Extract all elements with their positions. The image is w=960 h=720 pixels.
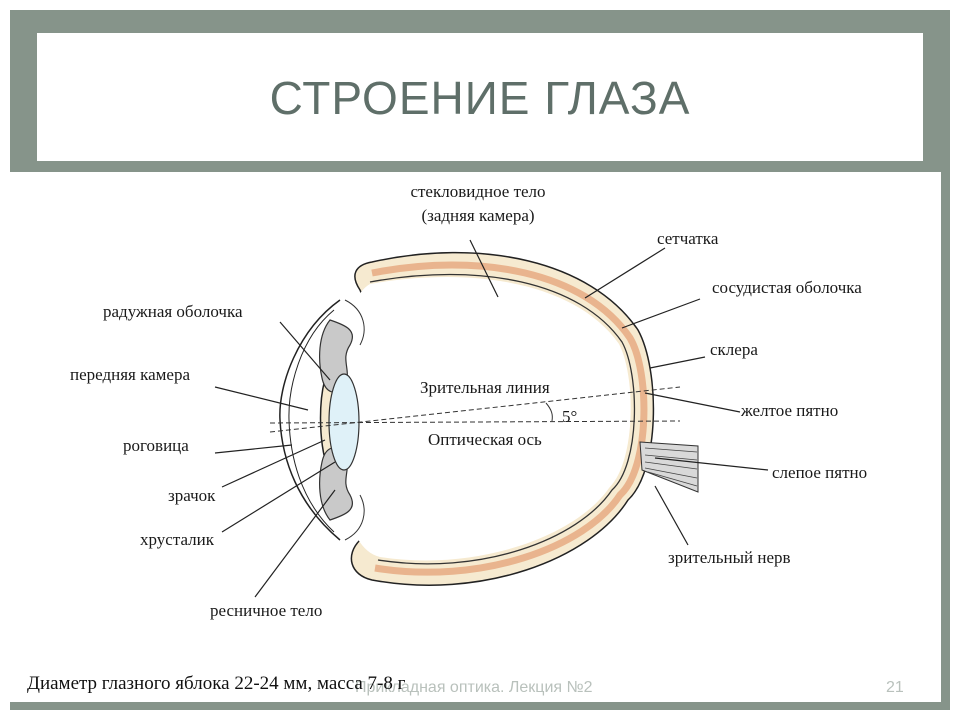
label-pupil: зрачок [168, 486, 216, 505]
retina [369, 273, 636, 565]
optical-axis-line [269, 420, 681, 424]
title-box [37, 33, 923, 161]
label-ciliary-body: ресничное тело [210, 601, 323, 620]
vitreous-body [336, 277, 631, 561]
optic-nerve-shape [639, 441, 699, 493]
label-posterior-chamber: (задняя камера) [421, 206, 535, 225]
cornea-shape [279, 299, 341, 541]
label-angle: 5° [562, 407, 578, 426]
label-blind-spot: слепое пятно [772, 463, 868, 482]
label-retina: сетчатка [657, 229, 719, 248]
label-sclera: склера [710, 340, 758, 359]
label-macula: желтое пятно [741, 401, 839, 420]
label-optical-axis: Оптическая ось [428, 430, 542, 449]
page-number: 21 [886, 679, 904, 696]
label-optic-nerve: зрительный нерв [668, 548, 791, 567]
label-cornea: роговица [123, 436, 189, 455]
eye-caption: Диаметр глазного яблока 22-24 мм, масса … [27, 673, 406, 694]
footer-lecture: Прикладная оптика. Лекция №2 [355, 679, 593, 696]
slide-title: СТРОЕНИЕ ГЛАЗА [269, 72, 691, 124]
label-vitreous-body: стекловидное тело [410, 182, 546, 201]
label-lens: хрусталик [140, 530, 214, 549]
leader-lines [214, 239, 769, 598]
label-iris: радужная оболочка [103, 302, 243, 321]
label-choroid: сосудистая оболочка [712, 278, 862, 297]
label-visual-line: Зрительная линия [420, 378, 550, 397]
lens-shape [328, 373, 360, 471]
ciliary-lower [344, 494, 365, 541]
choroid [371, 261, 648, 576]
visual-line [269, 386, 681, 433]
label-anterior-chamber: передняя камера [70, 365, 190, 384]
angle-arc [545, 402, 553, 422]
ciliary-upper [344, 299, 365, 346]
